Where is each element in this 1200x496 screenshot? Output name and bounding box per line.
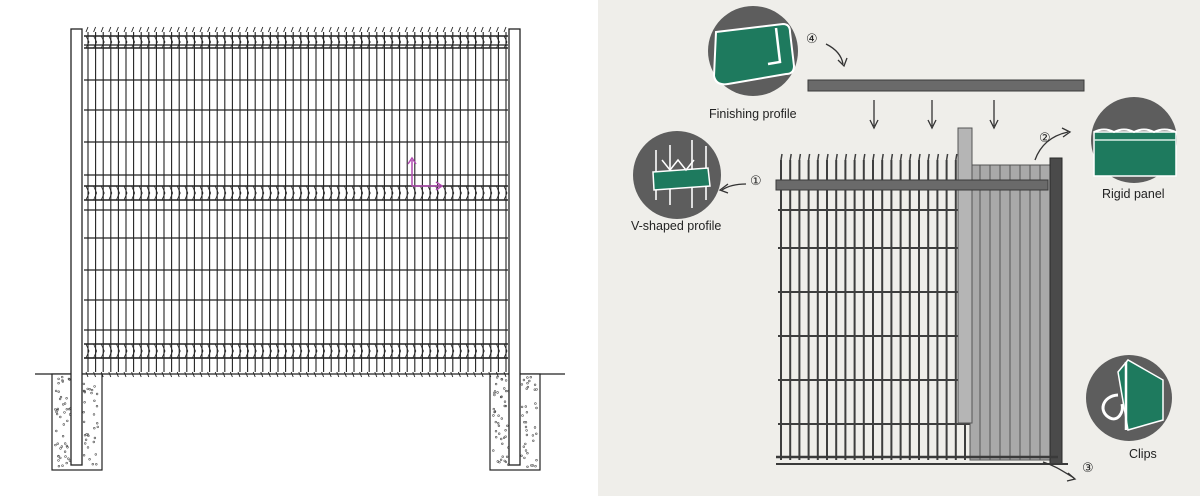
left-post: [70, 28, 83, 466]
fence-post: [1049, 157, 1063, 465]
clips-detail-icon: [1086, 355, 1172, 441]
v-fold-band: [84, 185, 508, 201]
rigid-panel-slats: [957, 127, 1051, 461]
axis-indicator-icon: [407, 156, 444, 191]
fence-elevation-panel: [35, 26, 565, 471]
v-fold-band: [84, 35, 508, 49]
finishing-profile-bar: [807, 79, 1085, 92]
step-3-number: ③: [1082, 461, 1094, 476]
finishing-profile-detail-icon: [708, 6, 798, 96]
fence-elevation-drawing: [35, 26, 565, 471]
down-arrow-icon: [989, 100, 999, 130]
step-2-arrow-icon: [1034, 127, 1072, 161]
v-shaped-profile-bar: [775, 179, 1049, 191]
step-3-arrow-icon: [1042, 461, 1077, 482]
step-4-number: ④: [806, 32, 818, 47]
step-4-arrow-icon: [825, 43, 848, 68]
mesh-panel: [84, 26, 508, 378]
rigid-panel-detail-icon: [1091, 97, 1177, 183]
step-2-number: ②: [1039, 131, 1051, 146]
rigid-panel-label: Rigid panel: [1102, 187, 1165, 201]
mesh-fence: [778, 153, 973, 460]
step-1-number: ①: [750, 174, 762, 189]
finishing-profile-label: Finishing profile: [709, 107, 797, 121]
installation-diagram: [633, 6, 1177, 482]
v-shaped-profile-label: V-shaped profile: [631, 219, 722, 233]
v-fold-band: [84, 343, 508, 359]
installation-diagram-panel: ④ Finishing profile ① V-shaped profile ②…: [598, 0, 1200, 496]
down-arrow-icon: [869, 100, 879, 130]
step-1-arrow-icon: [718, 183, 747, 194]
right-post: [508, 28, 521, 466]
clips-label: Clips: [1129, 447, 1157, 461]
v-shaped-profile-detail-icon: [633, 131, 721, 219]
down-arrow-icon: [927, 100, 937, 130]
